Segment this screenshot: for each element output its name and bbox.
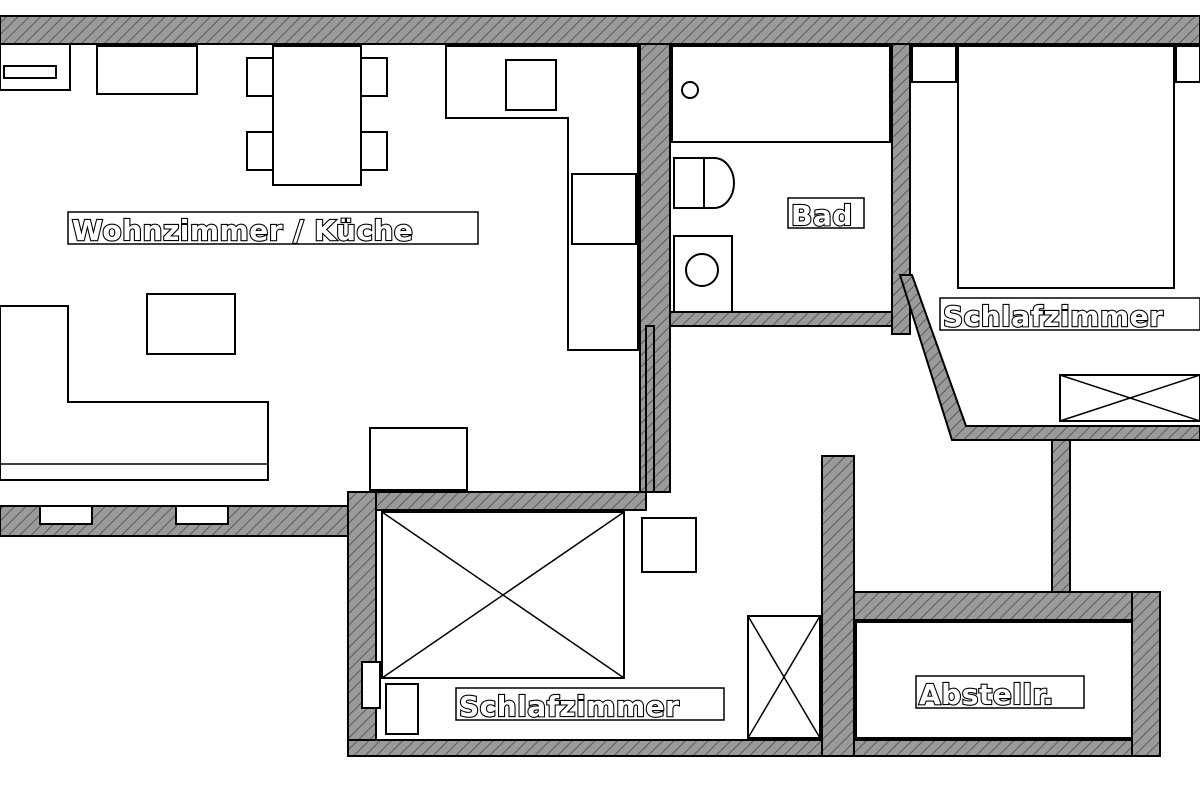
radiator: [361, 661, 381, 709]
sofa: [0, 305, 269, 481]
cabinet: [96, 45, 198, 95]
label-box: [455, 687, 725, 721]
wall-bedroom-left: [347, 491, 377, 757]
nightstand: [911, 45, 957, 83]
wall-bottom: [347, 739, 1161, 757]
bath-furniture: [671, 45, 891, 313]
room-label-bedroom-bottom: Schlafzimmer: [459, 690, 679, 723]
bathtub: [671, 45, 891, 143]
label-box: [939, 297, 1200, 331]
wall-storage-right: [1131, 591, 1161, 757]
wall-storage-top: [853, 591, 1161, 621]
bedroom-right-furniture: [911, 45, 1200, 422]
washer-drum-icon: [685, 253, 719, 287]
label-box: [915, 675, 1085, 709]
wall-bedroom-top: [349, 491, 647, 511]
wall-bath-bottom: [669, 311, 893, 327]
room-label-storage: Abstellr.: [919, 678, 1054, 711]
drain-icon: [681, 81, 699, 99]
chair: [360, 131, 388, 171]
sideboard: [369, 427, 468, 491]
wardrobe-cross: [747, 615, 821, 739]
chair: [246, 57, 274, 97]
chair: [360, 57, 388, 97]
toilet-tank: [673, 157, 705, 209]
nightstand: [641, 517, 697, 573]
label-box: [787, 197, 865, 229]
wall-bedroom-diagonal: [898, 274, 1200, 441]
dining-table: [272, 45, 362, 186]
nightstand: [1175, 45, 1200, 83]
wall-hall-right: [1051, 439, 1071, 593]
toilet-bowl: [703, 157, 735, 209]
bed-cross: [381, 511, 625, 679]
kitchen-counter: [445, 45, 639, 351]
bedroom-bottom-furniture: [361, 511, 821, 739]
room-label-bedroom-right: Schlafzimmer: [943, 300, 1163, 333]
wall-bedroom-storage: [821, 455, 855, 757]
room-label-bath: Bad: [791, 199, 853, 232]
nightstand: [385, 683, 419, 735]
coffee-table: [146, 293, 236, 355]
walls: [0, 15, 1200, 757]
window: [39, 505, 93, 525]
stove: [571, 173, 637, 245]
wall-hall-left: [645, 325, 655, 493]
bed: [957, 45, 1175, 289]
room-label-living-kitchen: Wohnzimmer / Küche: [72, 214, 413, 247]
chair: [246, 131, 274, 171]
wall-top: [0, 15, 1200, 45]
label-box: [67, 211, 479, 245]
window: [175, 505, 229, 525]
wardrobe-cross: [1059, 374, 1200, 422]
shelf-inner: [3, 65, 57, 79]
sink: [505, 59, 557, 111]
wall-bath-bedroom: [891, 43, 911, 335]
living-kitchen-furniture: [0, 43, 639, 525]
room-labels: Wohnzimmer / Küche Bad Schlafzimmer Schl…: [67, 197, 1200, 724]
